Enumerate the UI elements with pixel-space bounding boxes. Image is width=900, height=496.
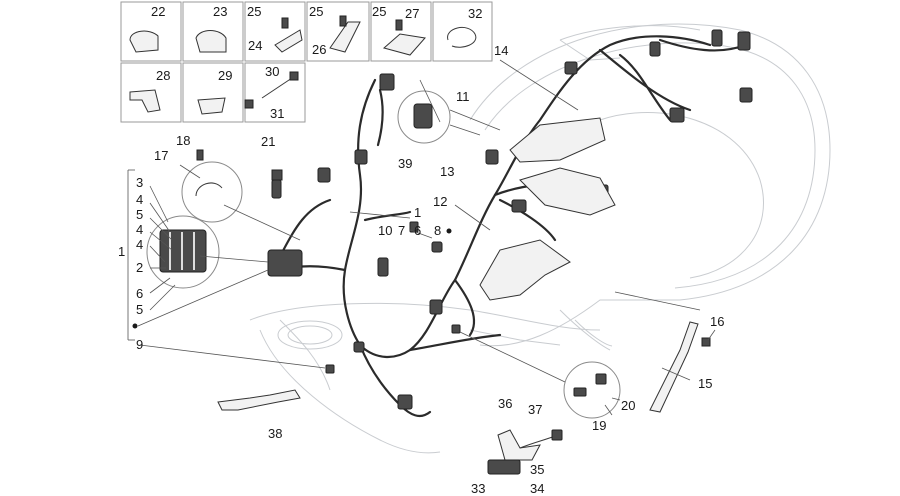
callout-24: 24: [248, 38, 262, 53]
callout-25c: 25: [372, 4, 386, 19]
parts-box-30: [244, 62, 306, 123]
callout-19: 19: [592, 418, 606, 433]
parts-box-28: [120, 62, 182, 123]
callout-7: 7: [398, 223, 405, 238]
component-bracket-12: [479, 239, 571, 301]
callout-28: 28: [156, 68, 170, 83]
callout-29: 29: [218, 68, 232, 83]
part-37-sensor: [487, 429, 563, 475]
callout-1b: 1: [414, 205, 421, 220]
callout-14: 14: [494, 43, 508, 58]
callout-18: 18: [176, 133, 190, 148]
harness-connectors: [267, 29, 753, 410]
part-38-bracket: [217, 389, 301, 411]
callout-12: 12: [433, 194, 447, 209]
component-relay-module: [519, 167, 616, 216]
callout-3: 3: [136, 175, 143, 190]
callout-23: 23: [213, 4, 227, 19]
callout-6a: 6: [136, 286, 143, 301]
parts-box-32: [432, 1, 493, 62]
detail-circle-39: [397, 90, 451, 144]
callout-33: 33: [471, 481, 485, 496]
component-bracket-11: [509, 117, 606, 163]
callout-4c: 4: [136, 237, 143, 252]
detail-circle-fuse-box: [146, 215, 220, 289]
callout-22: 22: [151, 4, 165, 19]
callout-1: 1: [118, 244, 125, 259]
callout-37: 37: [528, 402, 542, 417]
callout-4a: 4: [136, 192, 143, 207]
callout-17: 17: [154, 148, 168, 163]
parts-box-26: [306, 1, 370, 62]
callout-9: 9: [136, 337, 143, 352]
callout-16: 16: [710, 314, 724, 329]
callout-39: 39: [398, 156, 412, 171]
parts-box-22: [120, 1, 182, 62]
part-21-clip: [271, 169, 283, 181]
callout-15: 15: [698, 376, 712, 391]
leader-lines: [127, 59, 716, 416]
callout-25b: 25: [309, 4, 323, 19]
bullet-dot-8: [446, 228, 452, 234]
part-15-bar: [649, 321, 699, 413]
callout-27: 27: [405, 6, 419, 21]
callout-26: 26: [312, 42, 326, 57]
callout-5a: 5: [136, 207, 143, 222]
parts-box-24: [244, 1, 306, 62]
detail-circle-19: [563, 361, 621, 419]
callout-35: 35: [530, 462, 544, 477]
callout-25a: 25: [247, 4, 261, 19]
callout-5b: 5: [136, 302, 143, 317]
main-harness: [273, 35, 747, 418]
callout-2: 2: [136, 260, 143, 275]
parts-box-23: [182, 1, 244, 62]
callout-6b: 6: [414, 223, 421, 238]
callout-11: 11: [456, 89, 470, 104]
callout-38: 38: [268, 426, 282, 441]
callout-10: 10: [378, 223, 392, 238]
callout-32: 32: [468, 6, 482, 21]
part-16-screw: [701, 337, 711, 347]
callout-30: 30: [265, 64, 279, 79]
callout-34: 34: [530, 481, 544, 496]
parts-box-27: [370, 1, 432, 62]
callout-13: 13: [440, 164, 454, 179]
callout-31: 31: [270, 106, 284, 121]
callout-4b: 4: [136, 222, 143, 237]
callout-20: 20: [621, 398, 635, 413]
detail-circle-18: [181, 149, 243, 223]
bullet-dot-left: [132, 323, 138, 329]
parts-box-29: [182, 62, 244, 123]
callout-21: 21: [261, 134, 275, 149]
callout-36: 36: [498, 396, 512, 411]
callout-8: 8: [434, 223, 441, 238]
callout-labels: 22 23 25 24 25 26 25 27 32 28 29 30 31 1…: [118, 4, 724, 496]
